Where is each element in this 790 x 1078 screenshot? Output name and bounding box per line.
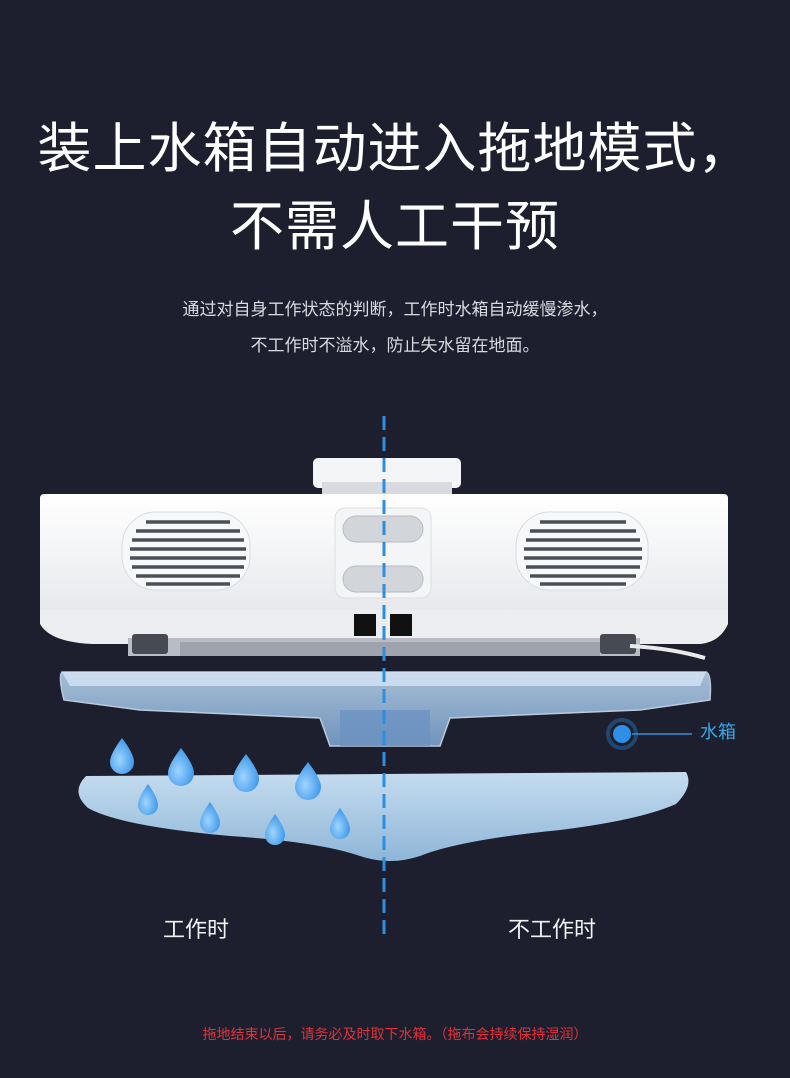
description-line-2: 不工作时不溢水，防止失水留在地面。 [250,336,540,356]
headline-line-2: 不需人工干预 [230,195,560,258]
water-tank-callout-label: 水箱 [700,722,736,743]
left-vent [121,511,251,591]
headline-line-1: 装上水箱自动进入拖地模式， [37,117,753,180]
robot-illustration [40,416,728,938]
footer-warning-note: 拖地结束以后，请务必及时取下水箱。（拖布会持续保持湿润） [202,1027,588,1043]
working-state-label: 工作时 [163,918,230,943]
water-drops [110,738,350,845]
robot-top-cap [313,458,461,500]
right-vent [515,511,649,591]
description-line-1: 通过对自身工作状态的判断，工作时水箱自动缓慢渗水， [182,300,608,320]
water-tank-callout-marker [606,718,692,750]
not-working-state-label: 不工作时 [508,918,597,943]
